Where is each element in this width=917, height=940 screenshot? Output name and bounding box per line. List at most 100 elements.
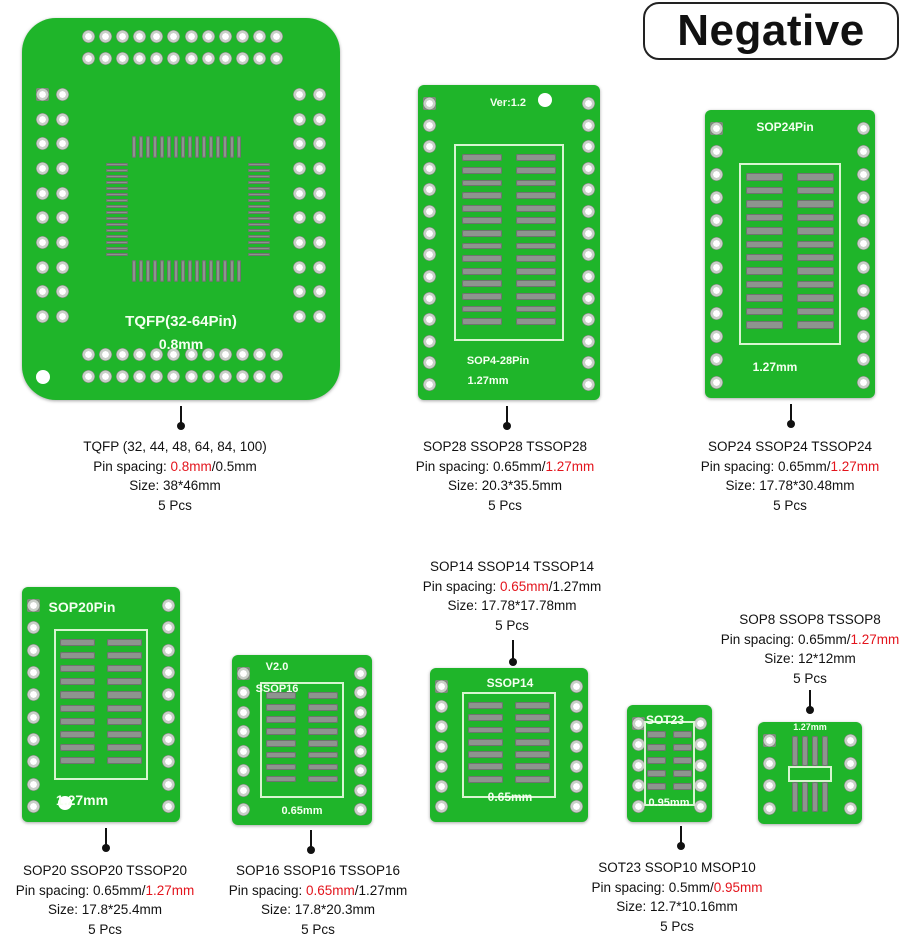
- footprint-pad: [248, 211, 270, 214]
- board-size: Size: 20.3*35.5mm: [447, 478, 563, 494]
- pin-pad: [844, 734, 857, 747]
- pin-pad: [857, 122, 870, 135]
- pin-pad: [423, 161, 436, 175]
- leader-line: [307, 830, 315, 854]
- pin-pad: [582, 334, 595, 348]
- spacing-a: 0.65mm: [305, 882, 355, 898]
- footprint-pad: [167, 260, 171, 282]
- pin-pad: [167, 52, 181, 65]
- board-size: Size: 12*12mm: [764, 651, 856, 667]
- pin-pad: [354, 725, 367, 739]
- footprint-pad: [672, 783, 692, 791]
- footprint-pad: [796, 294, 835, 302]
- footprint-pad: [59, 730, 95, 739]
- pin-pad: [36, 285, 49, 299]
- footprint-pad: [195, 260, 199, 282]
- chip-outline: [644, 720, 695, 807]
- pin-pad: [435, 760, 448, 773]
- footprint-pad: [265, 716, 297, 723]
- footprint-pad: [106, 229, 128, 232]
- spacing-label: Pin spacing:: [415, 458, 493, 474]
- chip-outline: [739, 163, 841, 345]
- footprint-pad: [188, 136, 192, 158]
- pin-pad: [354, 667, 367, 680]
- pin-pad: [632, 800, 645, 813]
- footprint-pad: [647, 730, 667, 738]
- pin-pad: [27, 710, 40, 724]
- footprint-pad: [515, 726, 551, 734]
- pin-pad: [857, 306, 870, 320]
- quantity: 5 Pcs: [301, 922, 335, 938]
- negative-badge: Negative: [643, 2, 899, 60]
- spacing-b: 1.27mm: [552, 578, 602, 594]
- pin-spacing: Pin spacing: 0.65mm/1.27mm: [229, 881, 408, 901]
- pin-pad: [116, 370, 130, 383]
- pin-pad: [252, 370, 266, 383]
- mounting-hole: [538, 93, 552, 107]
- pin-pad: [162, 755, 175, 769]
- pin-pad: [582, 378, 595, 391]
- product-title: TQFP (32, 44, 48, 64, 84, 100): [83, 439, 267, 454]
- pin-pad: [237, 686, 250, 700]
- footprint-pad: [265, 751, 297, 759]
- pin-pad: [857, 214, 870, 228]
- footprint-pad: [59, 691, 95, 699]
- footprint-pad: [223, 260, 227, 282]
- footprint-pad: [516, 166, 557, 174]
- footprint-pad: [223, 136, 227, 158]
- footprint-pad: [107, 743, 143, 752]
- silkscreen-label: SOP4-28Pin: [466, 355, 530, 367]
- pin-pad: [56, 112, 69, 126]
- spacing-b: 1.27mm: [358, 882, 408, 898]
- pin-pad: [423, 269, 436, 283]
- quantity: 5 Pcs: [88, 922, 122, 938]
- footprint-pad: [822, 782, 828, 812]
- footprint-pad: [248, 241, 270, 244]
- footprint-pad: [461, 318, 502, 326]
- pin-pad: [27, 800, 40, 813]
- spacing-a: 0.65mm: [92, 882, 142, 898]
- footprint-pad: [461, 242, 502, 250]
- pin-pad: [99, 348, 113, 361]
- pin-pad: [582, 269, 595, 283]
- footprint-pad: [647, 756, 667, 765]
- pin-pad: [582, 313, 595, 327]
- silkscreen-label: SOP24Pin: [756, 120, 814, 134]
- pin-pad: [27, 755, 40, 769]
- pin-pad: [313, 88, 326, 101]
- pin-pad: [82, 348, 95, 361]
- footprint-pad: [106, 175, 128, 178]
- pin-pad: [201, 30, 215, 43]
- pin-pad: [857, 283, 870, 297]
- pin-pad: [857, 260, 870, 274]
- product-title: SOP28 SSOP28 TSSOP28: [422, 439, 588, 454]
- footprint-pad: [515, 751, 551, 758]
- footprint-pad: [745, 240, 784, 248]
- silkscreen-label: 1.27mm: [55, 792, 109, 808]
- pin-pad: [82, 30, 95, 43]
- footprint-pad: [516, 179, 557, 187]
- leader-line: [806, 690, 814, 714]
- footprint-pad: [745, 294, 784, 302]
- pin-pad: [293, 236, 306, 249]
- pin-pad: [82, 370, 95, 383]
- tqfp-breakout-board: TQFP(32-64Pin)0.8mm: [22, 18, 340, 400]
- footprint-pad: [209, 260, 213, 282]
- spacing-b: 0.5mm: [215, 458, 257, 474]
- pin-pad: [162, 666, 175, 679]
- footprint-pad: [647, 770, 667, 778]
- footprint-pad: [107, 651, 143, 660]
- pin-pad: [857, 145, 870, 159]
- pin-pad: [710, 122, 723, 135]
- footprint-pad: [106, 217, 128, 220]
- pin-pad: [270, 370, 283, 383]
- spacing-separator: /: [211, 458, 216, 474]
- pin-pad: [710, 191, 723, 205]
- pin-pad: [354, 764, 367, 778]
- pin-pad: [710, 237, 723, 251]
- pin-pad: [844, 756, 857, 770]
- pin-pad: [27, 599, 40, 612]
